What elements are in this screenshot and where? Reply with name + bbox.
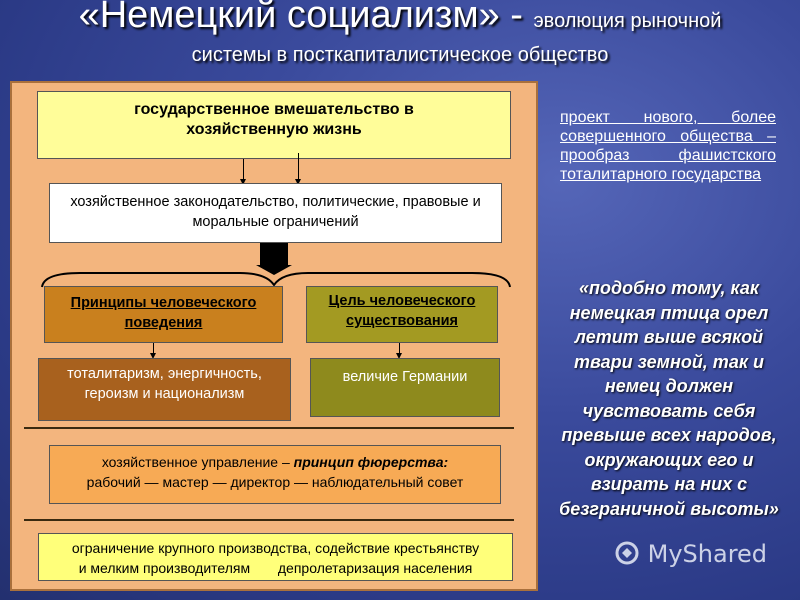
greatness-box: величие Германии (310, 358, 500, 417)
scheme-panel: государственное вмешательство в хозяйств… (10, 81, 538, 591)
slide-subtitle: системы в посткапиталистическое общество (191, 44, 609, 66)
totalitarism-box: тоталитаризм, энергичность, героизм и на… (38, 358, 291, 421)
principles-text: Принципы человеческого поведения (70, 295, 257, 331)
brace-block (260, 243, 288, 267)
brace-curve (41, 272, 511, 288)
management-box: хозяйственное управление – принцип фюрер… (49, 445, 501, 504)
title-tail: эволюция рыночной (533, 10, 722, 32)
limitation-line-1: ограничение крупного производства, содей… (71, 540, 480, 556)
goal-box: Цель человеческого существования (306, 286, 498, 343)
eagle-quote: «подобно тому, как немецкая птица орел л… (559, 278, 779, 519)
new-society-link[interactable]: проект нового, более совершенного общест… (560, 109, 776, 183)
arrow-down-right (295, 153, 301, 185)
goal-text: Цель человеческого существования (328, 293, 476, 329)
greatness-text: величие Германии (342, 369, 468, 385)
state-intervention-text: государственное вмешательство в хозяйств… (134, 101, 414, 138)
limitation-box: ограничение крупного производства, содей… (38, 533, 513, 581)
watermark-text: MyShared (647, 540, 768, 568)
limitation-deproletarization: депролетаризация населения (277, 560, 473, 576)
slide-title: «Немецкий социализм» - эволюция рыночной (0, 0, 800, 37)
limitation-line-2: и мелким производителям депролетаризация… (39, 558, 512, 578)
totalitarism-text: тоталитаризм, энергичность, героизм и на… (67, 366, 262, 402)
management-prefix: хозяйственное управление – (101, 454, 294, 470)
myshared-watermark: MyShared (614, 540, 767, 568)
brace-arrow-head (256, 265, 292, 275)
management-emphasis: принцип фюрерства: (293, 454, 449, 470)
title-main: «Немецкий социализм» - (78, 0, 534, 36)
watermark-logo-icon (615, 541, 639, 565)
legislation-box: хозяйственное законодательство, политиче… (49, 183, 502, 243)
arrow-down-left (240, 159, 246, 185)
divider-1 (24, 427, 514, 429)
brace-connector (41, 243, 511, 288)
legislation-text: хозяйственное законодательство, политиче… (70, 194, 481, 230)
divider-2 (24, 519, 514, 521)
management-chain: рабочий — мастер — директор — наблюдател… (86, 474, 464, 490)
management-text: хозяйственное управление – принцип фюрер… (58, 452, 492, 492)
arrow-goal (396, 343, 402, 359)
arrow-principles (150, 343, 156, 359)
principles-box: Принципы человеческого поведения (44, 286, 283, 343)
state-intervention-box: государственное вмешательство в хозяйств… (37, 91, 511, 159)
limitation-small-producers: и мелким производителям (78, 560, 251, 576)
